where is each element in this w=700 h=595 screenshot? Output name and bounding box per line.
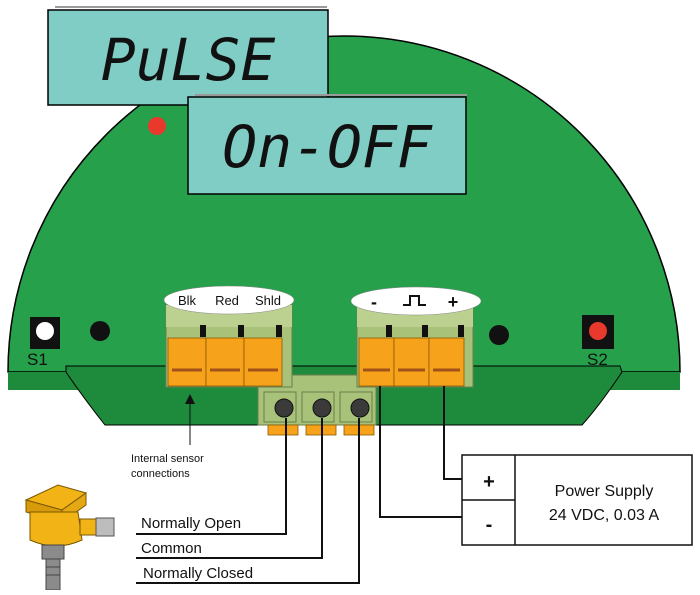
relay-label-normally-closed: Normally Closed (143, 565, 253, 582)
display-top-text: PuLSE (101, 26, 276, 94)
output-label-plus: + (448, 292, 459, 312)
switch-s2-label: S2 (587, 350, 608, 369)
display-bottom-text: On-OFF (222, 113, 433, 181)
power-supply-minus: - (486, 514, 493, 536)
switch-s1[interactable]: S1 (27, 317, 60, 369)
sensor-device-icon (24, 484, 115, 591)
switch-s1-label: S1 (27, 350, 48, 369)
output-terminal-block: - + (350, 286, 482, 388)
input-label-shld: Shld (255, 293, 281, 308)
lcd-display-top: PuLSE (47, 6, 329, 106)
input-terminal-block: Blk Red Shld (163, 285, 295, 388)
sensor-annotation: Internal sensor connections (131, 394, 204, 480)
pulse-wave-icon (403, 295, 426, 306)
relay-label-normally-open: Normally Open (141, 515, 241, 532)
power-supply-plus: + (483, 471, 495, 493)
lcd-display-bottom: On-OFF (187, 94, 467, 195)
output-label-minus: - (371, 292, 377, 312)
switch-s2[interactable]: S2 (582, 315, 614, 369)
relay-label-common: Common (141, 540, 202, 557)
input-label-red: Red (215, 293, 239, 308)
power-supply-box: + - Power Supply 24 VDC, 0.03 A (461, 454, 693, 546)
annotation-line-2: connections (131, 468, 190, 480)
power-wires (379, 386, 462, 518)
power-supply-spec: 24 VDC, 0.03 A (549, 507, 660, 524)
relay-wires (136, 418, 360, 584)
input-label-blk: Blk (178, 293, 197, 308)
mounting-hole-left (90, 321, 110, 341)
status-led (148, 117, 166, 135)
mounting-hole-right (489, 325, 509, 345)
power-supply-title: Power Supply (555, 483, 654, 500)
annotation-line-1: Internal sensor (131, 453, 204, 465)
